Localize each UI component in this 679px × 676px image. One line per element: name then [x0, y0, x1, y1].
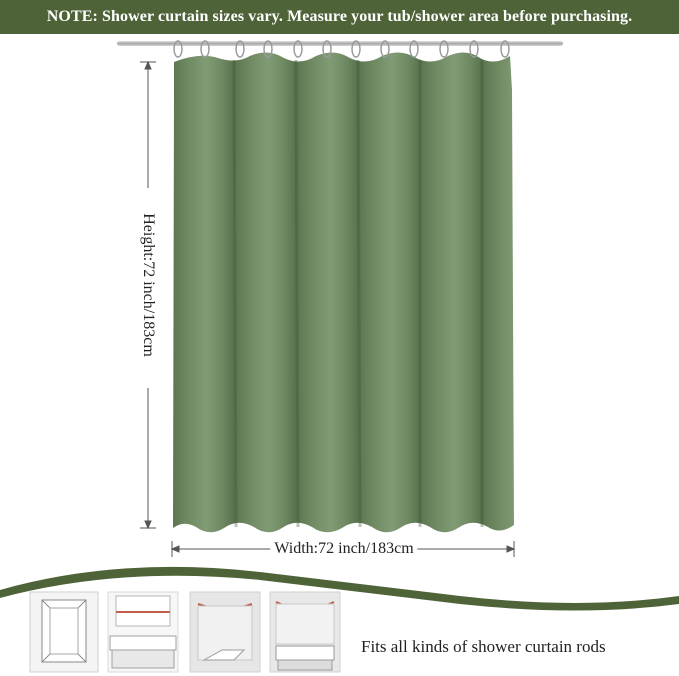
tub-straight-rod-icon: [107, 591, 179, 673]
curved-rod-shower-icon: [189, 591, 261, 673]
rod-compatibility-caption: Fits all kinds of shower curtain rods: [361, 637, 606, 656]
height-label: Height:72 inch/183cm: [140, 213, 157, 357]
note-banner: NOTE: Shower curtain sizes vary. Measure…: [0, 0, 679, 34]
curtain-folds: [232, 59, 484, 528]
curtain-rings: [173, 40, 510, 58]
curved-rod-tub-icon: [269, 591, 341, 673]
green-wave-decoration: [0, 566, 679, 611]
corner-shower-icon: [29, 591, 99, 673]
shower-rod: [117, 41, 563, 46]
height-dimension-line: [140, 60, 156, 530]
shower-curtain: [173, 52, 514, 533]
width-label: Width:72 inch/183cm: [270, 540, 418, 558]
